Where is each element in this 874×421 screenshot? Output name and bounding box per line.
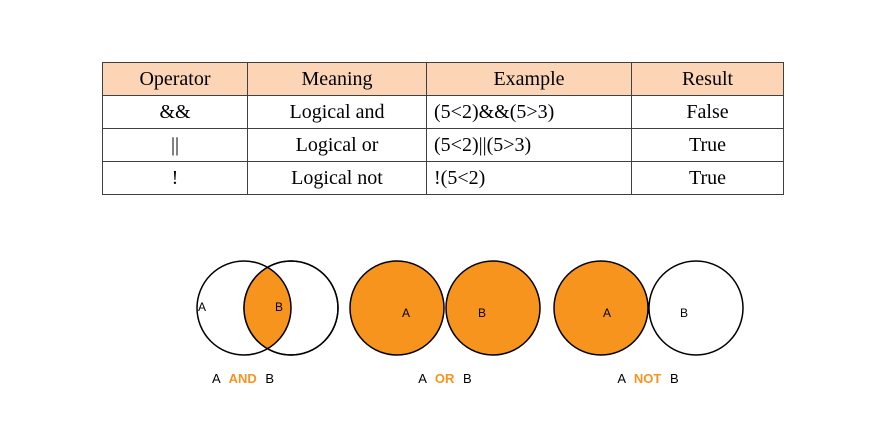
venn-not-label-b: B (680, 306, 688, 320)
venn-or-caption: A OR B (418, 371, 471, 386)
header-operator: Operator (102, 62, 248, 96)
venn-not: A B A NOT B (553, 260, 744, 386)
venn-or-fill-b (446, 261, 540, 355)
venn-or-label-b: B (478, 306, 486, 320)
venn-and-label-a: A (198, 300, 206, 314)
venn-or-fill-a (350, 261, 444, 355)
cell-result: True (631, 161, 784, 195)
venn-or-label-a: A (402, 306, 410, 320)
venn-or-circle-a (349, 260, 445, 356)
table-header-row: Operator Meaning Example Result (102, 62, 784, 96)
cell-operator: && (102, 95, 248, 129)
cell-example: !(5<2) (426, 161, 632, 195)
cell-meaning: Logical not (247, 161, 427, 195)
venn-and-caption: A AND B (212, 371, 274, 386)
caption-left: A (212, 371, 221, 386)
venn-and-circle-a (196, 260, 292, 356)
caption-operator: AND (229, 371, 257, 386)
cell-result: True (631, 128, 784, 162)
cell-operator: ! (102, 161, 248, 195)
venn-not-fill-a (554, 261, 648, 355)
cell-meaning: Logical or (247, 128, 427, 162)
cell-meaning: Logical and (247, 95, 427, 129)
venn-or: A B A OR B (349, 260, 541, 386)
venn-and-label-b: B (275, 300, 283, 314)
caption-right: B (265, 371, 274, 386)
venn-and-intersection (244, 261, 291, 355)
venn-not-caption: A NOT B (617, 371, 678, 386)
venn-and-circle-b-outline (243, 260, 339, 356)
venn-not-label-a: A (603, 306, 611, 320)
cell-example: (5<2)&&(5>3) (426, 95, 632, 129)
caption-left: A (418, 371, 427, 386)
cell-operator: || (102, 128, 248, 162)
venn-and: A B A AND B (196, 260, 339, 386)
table-row: ! Logical not !(5<2) True (102, 161, 784, 195)
caption-operator: OR (435, 371, 455, 386)
venn-not-circle-a (553, 260, 649, 356)
table-row: && Logical and (5<2)&&(5>3) False (102, 95, 784, 129)
table-row: || Logical or (5<2)||(5>3) True (102, 128, 784, 162)
header-result: Result (631, 62, 784, 96)
caption-left: A (617, 371, 626, 386)
caption-right: B (670, 371, 679, 386)
venn-or-circle-b (445, 260, 541, 356)
logical-operators-table: Operator Meaning Example Result && Logic… (102, 62, 784, 195)
cell-example: (5<2)||(5>3) (426, 128, 632, 162)
caption-operator: NOT (634, 371, 662, 386)
caption-right: B (463, 371, 472, 386)
venn-not-circle-b (648, 260, 744, 356)
cell-result: False (631, 95, 784, 129)
